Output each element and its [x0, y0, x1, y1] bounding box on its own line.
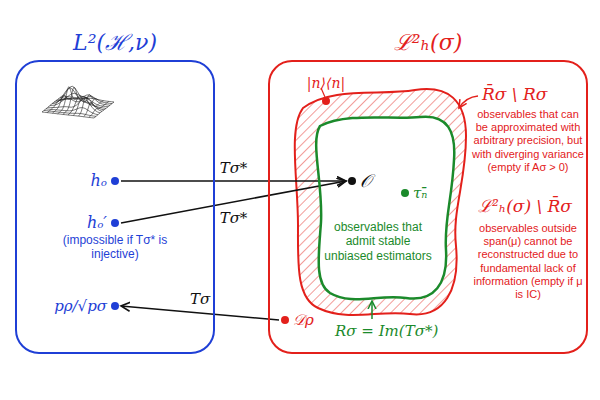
node-label: observables that admit stable unbiased e… — [322, 220, 434, 263]
node-label: hₒ′ — [87, 214, 107, 232]
surface-line — [84, 101, 104, 117]
vector-point: hₒ′ — [87, 214, 119, 232]
node-label: pρ/√pσ — [54, 298, 107, 315]
point-dot — [322, 97, 330, 105]
point-dot — [401, 189, 409, 197]
set-label: ℒ²ₕ(σ) \ R̄σ — [478, 196, 572, 216]
surface-line — [62, 96, 114, 102]
range-outline — [310, 112, 460, 307]
note-text: observables that can be approximated wit… — [472, 108, 584, 174]
state-point: 𝒟ρ — [281, 312, 314, 329]
node-label: L²(ℋ,ν) — [17, 26, 213, 56]
point-dot — [111, 302, 119, 310]
surface-line — [50, 98, 102, 112]
node-label: 𝒟ρ — [293, 312, 314, 329]
node-label: τₙ̄ — [413, 185, 427, 202]
edge-label: Tσ* — [218, 210, 250, 227]
set-label: R̄σ \ Rσ — [482, 84, 547, 104]
range-outline-path — [316, 117, 454, 300]
vector-point: pρ/√pσ — [54, 298, 119, 315]
function-space-region: L²(ℋ,ν)hₒhₒ′pρ/√pσ — [15, 60, 215, 354]
edge-label: Tσ* — [218, 160, 250, 177]
surface-line — [46, 108, 98, 115]
observable-point: 𝒪 — [348, 171, 371, 191]
range-region: observables that admit stable unbiased e… — [310, 112, 460, 307]
point-dot — [111, 177, 119, 185]
point-dot — [111, 219, 119, 227]
pointer-arrow — [459, 96, 478, 108]
node-label: hₒ — [91, 172, 107, 190]
node-label: |n⟩⟨n| — [307, 76, 345, 91]
point-dot — [281, 316, 289, 324]
node-label: 𝒪 — [360, 171, 371, 191]
point-dot — [348, 177, 356, 185]
connector-arrow — [121, 180, 346, 182]
range-hole — [316, 117, 454, 300]
surface-line — [60, 97, 112, 104]
node-label: ℒ²ₕ(σ) — [270, 26, 586, 56]
observable-point: |n⟩⟨n| — [307, 76, 345, 105]
surface-line — [89, 101, 109, 117]
surface-illustration — [42, 86, 114, 118]
note-text: observables outside span(μ) cannot be re… — [472, 222, 584, 301]
set-label: Rσ = Im(Tσ*) — [335, 322, 438, 340]
connector-arrow — [121, 306, 279, 320]
surface-line — [94, 102, 114, 118]
vector-point: hₒ — [91, 172, 119, 190]
observable-point: τₙ̄ — [401, 185, 427, 202]
edge-label: Tσ — [188, 291, 212, 308]
closure-region — [295, 89, 466, 315]
pointer-arrow — [371, 301, 373, 319]
note-text: (impossible if Tσ* is injective) — [50, 233, 180, 262]
